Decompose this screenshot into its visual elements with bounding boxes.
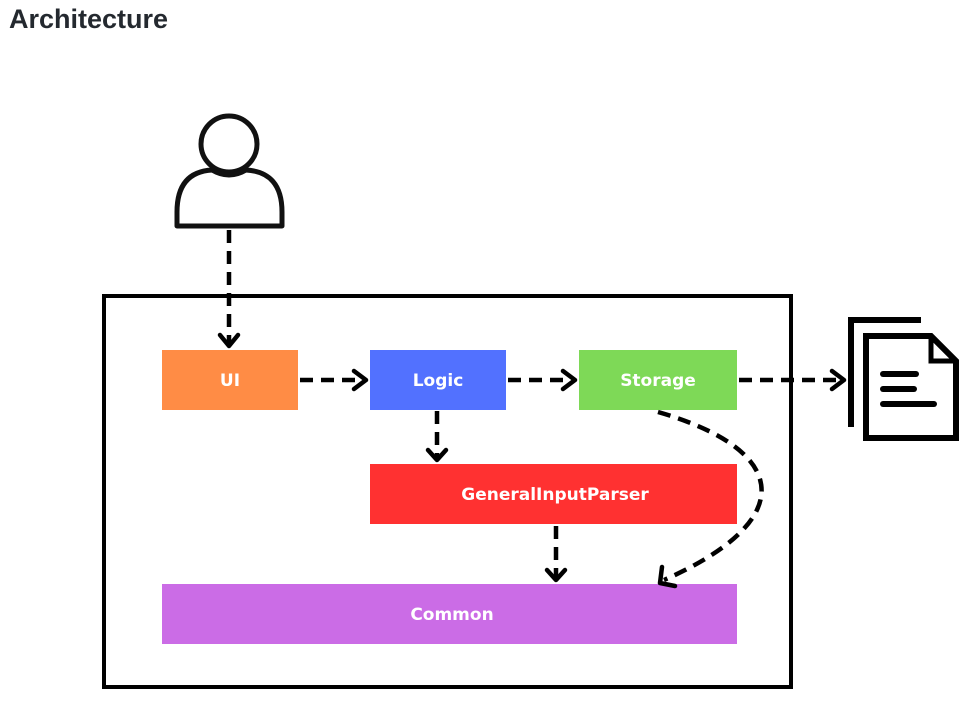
storage-label: Storage bbox=[620, 371, 696, 391]
arrow-logic-to-storage bbox=[508, 368, 578, 392]
arrow-storage-to-file bbox=[739, 368, 847, 392]
logic-label: Logic bbox=[413, 371, 464, 391]
common-box bbox=[162, 584, 737, 644]
arrow-storage-to-common bbox=[657, 409, 764, 589]
parser-box bbox=[370, 464, 737, 524]
logic-box bbox=[370, 350, 506, 410]
ui-component: UI bbox=[162, 350, 298, 410]
storage-component: Storage bbox=[579, 350, 737, 410]
user-icon bbox=[174, 113, 285, 229]
arrow-user-to-ui bbox=[217, 230, 241, 349]
parser-label: GeneralInputParser bbox=[461, 485, 649, 505]
parser-component: GeneralInputParser bbox=[370, 464, 737, 524]
common-component: Common bbox=[162, 584, 737, 644]
arrow-ui-to-logic bbox=[300, 368, 369, 392]
arrow-logic-to-parser bbox=[425, 411, 449, 463]
storage-box bbox=[579, 350, 737, 410]
app-boundary bbox=[102, 294, 793, 689]
logic-component: Logic bbox=[370, 350, 506, 410]
ui-box bbox=[162, 350, 298, 410]
arrow-parser-to-common bbox=[544, 526, 568, 583]
common-label: Common bbox=[410, 605, 493, 625]
page-title: Architecture bbox=[9, 4, 169, 34]
document-icon bbox=[848, 317, 959, 441]
ui-label: UI bbox=[220, 371, 240, 391]
